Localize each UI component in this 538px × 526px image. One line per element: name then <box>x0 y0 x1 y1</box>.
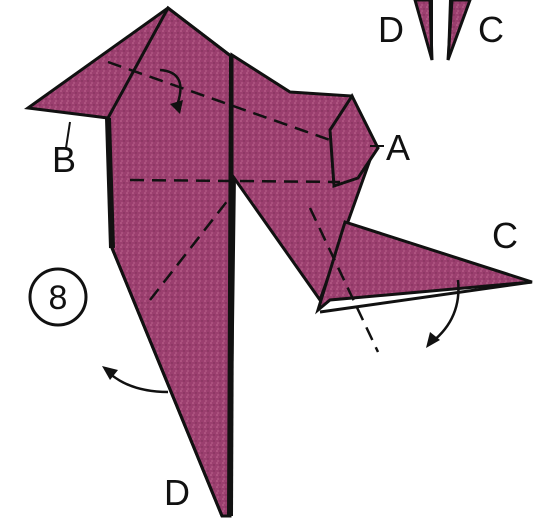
label-a: A <box>386 127 410 168</box>
label-b: B <box>52 139 76 180</box>
label-c-right: C <box>492 215 518 256</box>
step-number: 8 <box>49 279 68 317</box>
label-d-top: D <box>378 9 404 50</box>
top-partial-figure <box>415 0 470 60</box>
step-number-badge: 8 <box>30 269 86 325</box>
curved-arrow-icon <box>102 366 168 392</box>
label-c-top: C <box>478 9 504 50</box>
label-d-bottom: D <box>164 472 190 513</box>
